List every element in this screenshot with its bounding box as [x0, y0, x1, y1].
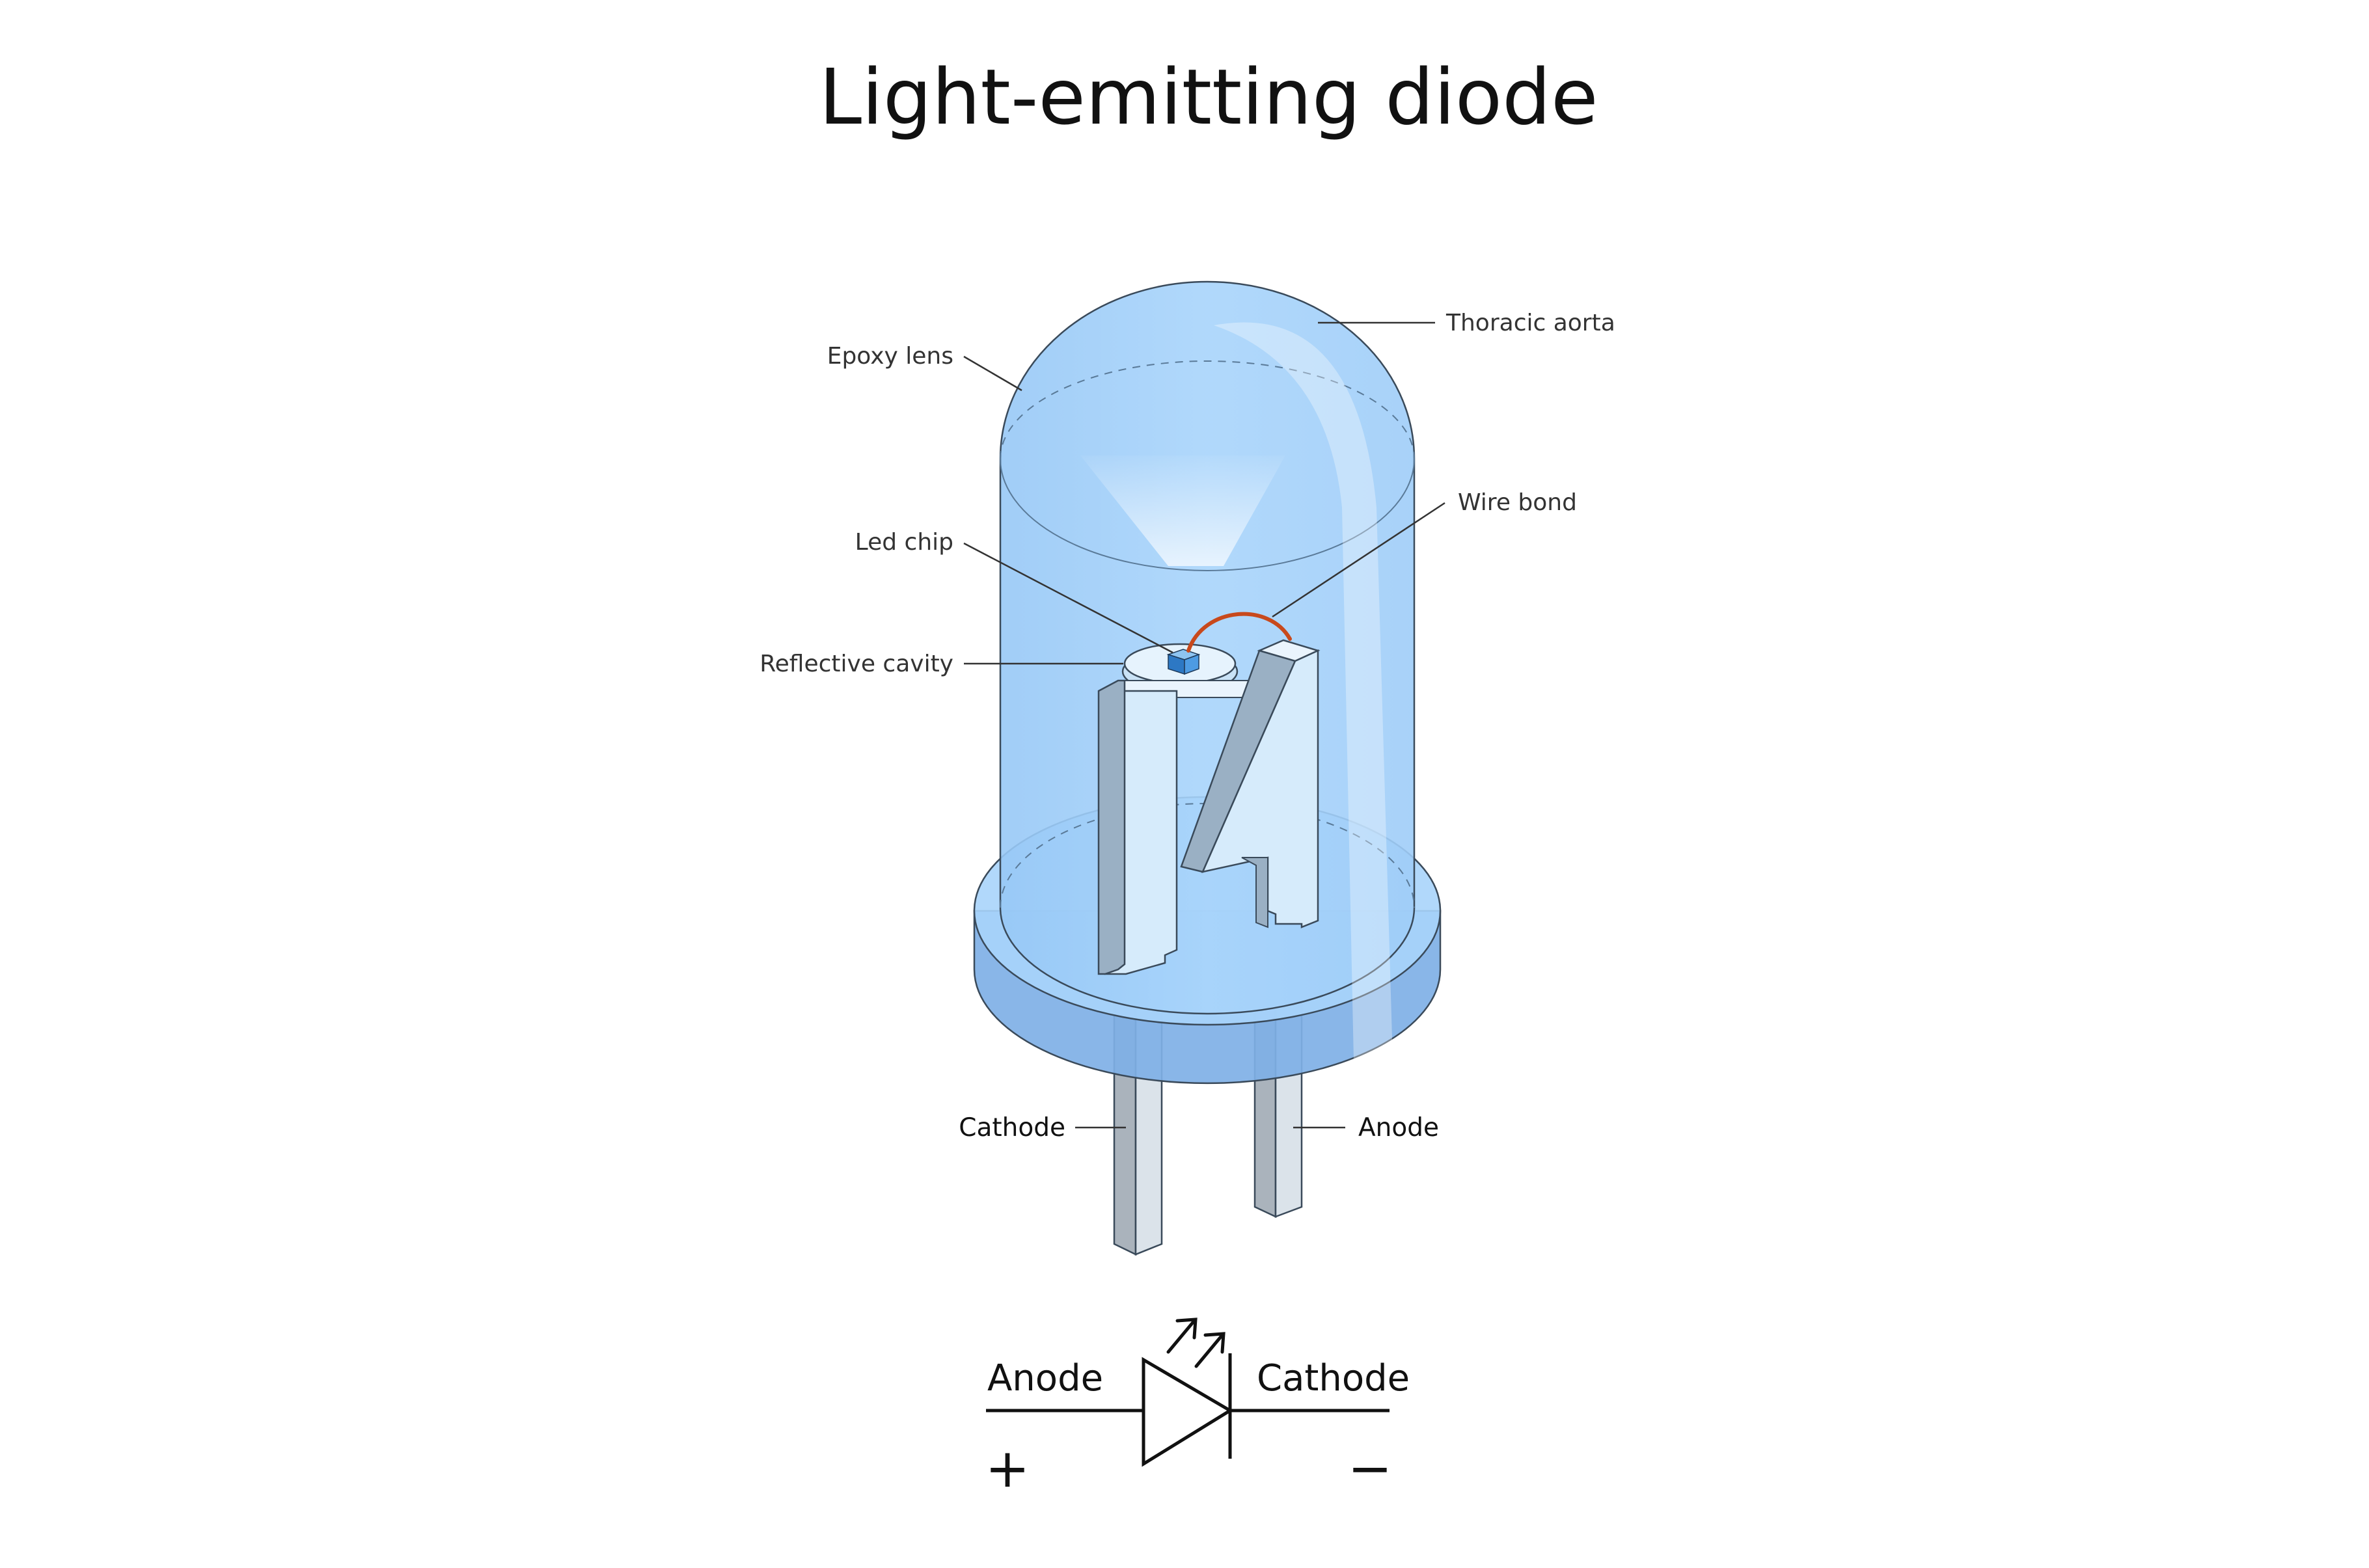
anode-lead — [1180, 639, 1321, 928]
callouts: Epoxy lens Thoracic aorta Wire bond Led … — [760, 310, 1615, 1142]
label-thoracic-aorta: Thoracic aorta — [1445, 310, 1615, 336]
cathode-lead — [1097, 679, 1259, 975]
label-cathode: Cathode — [959, 1113, 1065, 1142]
diode-triangle — [1142, 1357, 1233, 1467]
label-wire-bond: Wire bond — [1458, 489, 1577, 516]
label-led-chip: Led chip — [855, 529, 953, 556]
led-circuit-symbol: Anode Cathode + − — [985, 1318, 1410, 1500]
label-reflective-cavity: Reflective cavity — [760, 651, 953, 677]
symbol-cathode-label: Cathode — [1257, 1357, 1410, 1399]
diagram-title: Light-emitting diode — [819, 52, 1598, 142]
label-anode: Anode — [1358, 1113, 1439, 1142]
emission-arrows — [1166, 1318, 1226, 1368]
label-epoxy-lens: Epoxy lens — [827, 343, 953, 370]
symbol-plus-sign: + — [985, 1438, 1030, 1500]
led-chip-cube — [1166, 649, 1201, 675]
symbol-anode-label: Anode — [987, 1357, 1103, 1399]
wire-bond — [1186, 612, 1292, 653]
symbol-minus-sign: − — [1348, 1438, 1393, 1500]
led-component — [973, 280, 1442, 1256]
